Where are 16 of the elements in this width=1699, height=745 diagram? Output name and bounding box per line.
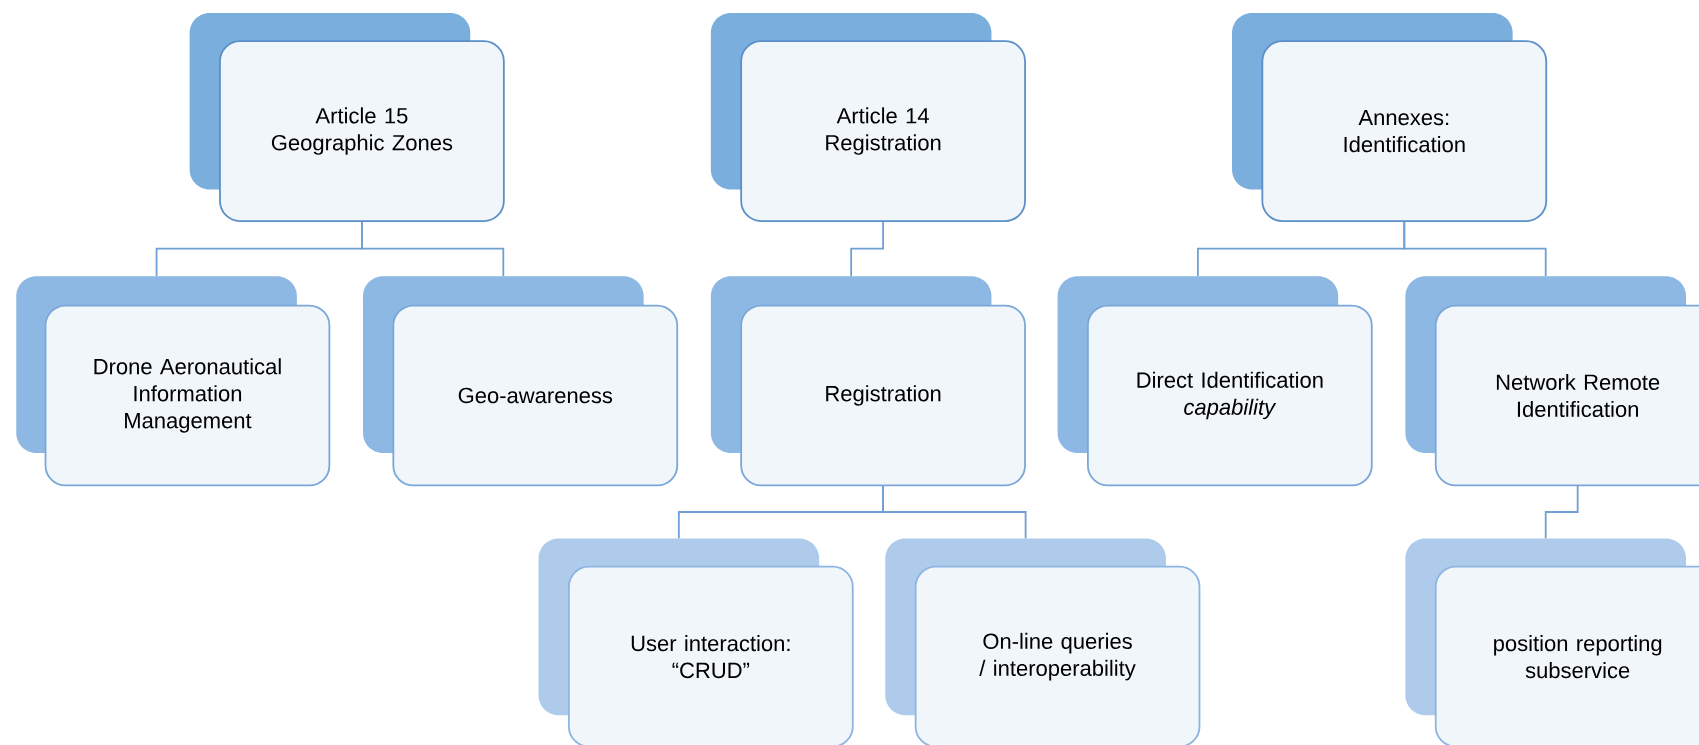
stacked-card: Drone Aeronautical Information Management	[16, 276, 331, 487]
stacked-card: Network Remote Identification	[1405, 276, 1699, 487]
stacked-card: Article 15 Geographic Zones	[189, 13, 505, 222]
connector-line	[882, 484, 1027, 540]
connector-line	[361, 220, 505, 278]
stacked-card: position reporting subservice	[1405, 538, 1699, 745]
connector-line	[1403, 220, 1547, 278]
stacked-card: On-line queries / interoperability	[885, 538, 1201, 745]
stacked-card: Article 14 Registration	[710, 13, 1026, 222]
stacked-card: Direct Identification capability	[1057, 276, 1373, 487]
stacked-card: Registration	[710, 276, 1026, 487]
stacked-card: Annexes: Identification	[1232, 13, 1548, 222]
connector-line	[850, 220, 884, 278]
stacked-card: Geo-awareness	[363, 276, 679, 487]
stacked-card: User interaction: “CRUD”	[538, 538, 854, 745]
connector-line	[1544, 484, 1579, 540]
